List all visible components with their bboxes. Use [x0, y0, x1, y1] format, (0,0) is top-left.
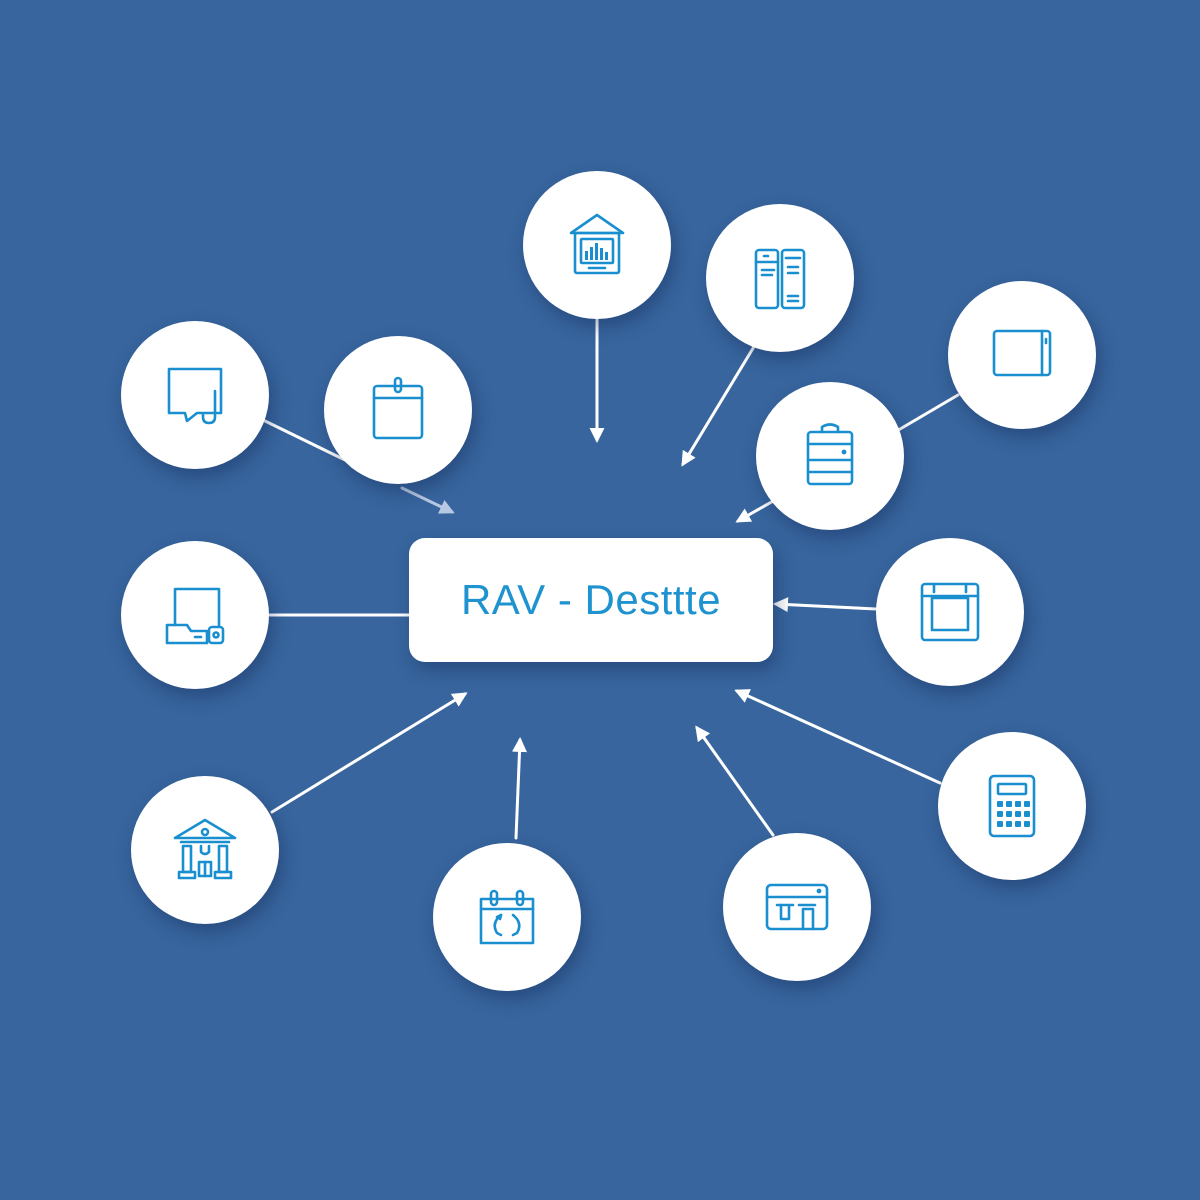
connector-calendar-clip: [400, 486, 455, 514]
server-racks-icon: [754, 248, 806, 310]
calendar-sync-icon: [479, 889, 535, 945]
notepad-icon: [372, 376, 424, 440]
node-notepad[interactable]: [324, 336, 472, 484]
central-node-label: RAV - Desttte: [460, 576, 722, 623]
connector-bank: [270, 692, 468, 814]
node-clipboard[interactable]: [756, 382, 904, 530]
node-calculator[interactable]: [938, 732, 1086, 880]
folder-device-icon: [165, 587, 225, 645]
central-node[interactable]: RAV - Desttte: [409, 538, 773, 662]
node-calendar[interactable]: [876, 538, 1024, 686]
connector-clipboard: [735, 498, 777, 523]
calendar-icon: [920, 582, 980, 642]
bank-icon: [173, 818, 237, 880]
connector-calculator: [734, 689, 942, 785]
node-chat-bubble[interactable]: [121, 321, 269, 469]
node-browser-window[interactable]: [948, 281, 1096, 429]
storefront-icon: [765, 883, 829, 931]
node-bank[interactable]: [131, 776, 279, 924]
node-storefront[interactable]: [723, 833, 871, 981]
connector-server-racks: [681, 343, 757, 467]
node-calendar-sync[interactable]: [433, 843, 581, 991]
window-icon: [992, 329, 1052, 377]
connector-storefront: [695, 725, 775, 837]
clipboard-icon: [806, 423, 854, 486]
connector-browser-window: [893, 393, 960, 434]
connector-chat-bubble: [261, 418, 347, 462]
calculator-icon: [988, 774, 1036, 838]
node-server-racks[interactable]: [706, 204, 854, 352]
connector-calendar-sync: [512, 737, 528, 840]
node-folder-device[interactable]: [121, 541, 269, 689]
connector-calendar-right: [773, 597, 878, 613]
node-analytics-house[interactable]: [523, 171, 671, 319]
chat-bubble-icon: [167, 367, 223, 425]
house-chart-icon: [569, 213, 625, 275]
